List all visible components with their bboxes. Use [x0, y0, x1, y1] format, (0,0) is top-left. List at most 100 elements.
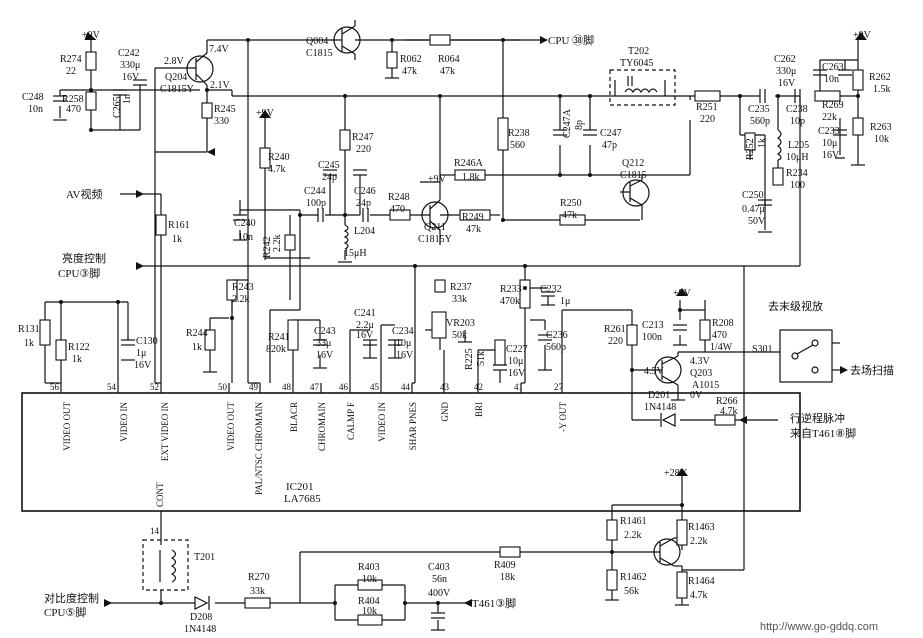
part-ref: R250	[560, 198, 582, 209]
part-value: 220	[356, 144, 371, 155]
part-value: 100	[790, 180, 805, 191]
part-ref: R247	[352, 132, 374, 143]
grounds	[53, 77, 865, 631]
transistors	[186, 26, 682, 566]
to-next-stage-label: 去末级视放	[768, 299, 823, 313]
pin-num: 27	[554, 382, 564, 392]
pin-num: 56	[50, 382, 60, 392]
part-rating: 16V	[356, 330, 374, 341]
voltage-label: 7.4V	[209, 44, 230, 55]
part-value: 50k	[452, 330, 467, 341]
ic-pin-stubs	[60, 383, 563, 528]
rail-9v-label: +9V	[853, 30, 872, 41]
flyback-source-label: 来自T461⑧脚	[790, 426, 856, 440]
junction-dots	[59, 38, 860, 605]
part-rating: 16V	[778, 78, 796, 89]
pin-name: VIDEO IN	[119, 402, 129, 442]
part-value: 18k	[500, 572, 515, 583]
part-value: 1k	[172, 234, 182, 245]
pin-num: 46	[339, 382, 349, 392]
part-value: 4.7k	[268, 164, 286, 175]
part-value: 33k	[250, 586, 265, 597]
watermark-url: http://www.go-gddq.com	[760, 621, 878, 633]
part-value: 1k	[757, 138, 768, 148]
part-ref: VR203	[446, 318, 475, 329]
part-value: 330μ	[776, 66, 796, 77]
component-labels: R274 22 R258 470 C248 10n C242 330μ 16V …	[18, 36, 892, 635]
voltage-label: 2.8V	[164, 56, 185, 67]
pin-num: 14	[150, 526, 160, 536]
part-ref: C236	[546, 330, 568, 341]
part-value: 8p	[574, 120, 585, 130]
part-value: 56k	[624, 586, 639, 597]
part-value: 1μ	[560, 296, 570, 307]
part-ref: R248	[388, 192, 410, 203]
part-value: 33k	[452, 294, 467, 305]
contrast-label: 对比度控制	[44, 591, 99, 605]
part-ref: R208	[712, 318, 734, 329]
pin-name: VIDEO OUT	[62, 402, 72, 451]
part-rating: 400V	[428, 588, 451, 599]
part-value: 560p	[750, 116, 770, 127]
part-ref: R1463	[688, 522, 715, 533]
part-value: 820k	[266, 344, 286, 355]
part-ref: C227	[506, 344, 528, 355]
part-ref: R409	[494, 560, 516, 571]
part-ref: R234	[786, 168, 808, 179]
part-ref: R243	[232, 282, 254, 293]
part-value: 47k	[402, 66, 417, 77]
cpu5-label: CPU⑤脚	[44, 605, 86, 619]
part-ref: R244	[186, 328, 208, 339]
capacitors	[53, 69, 852, 619]
ic-pin-names: VIDEO OUT VIDEO IN EXT VIDEO IN CONT VID…	[62, 402, 568, 507]
pin-name: -Y OUT	[558, 402, 568, 432]
rail-9v-label: +9V	[82, 30, 101, 41]
resistors	[39, 34, 864, 626]
part-ref: R237	[450, 282, 472, 293]
part-value: 33μ	[316, 338, 331, 349]
part-value: 0.47μ	[742, 204, 765, 215]
part-value: 24p	[322, 172, 337, 183]
part-ref: D208	[190, 612, 212, 623]
rail-9v-label: +9V	[673, 288, 692, 299]
part-ref: R252	[745, 138, 756, 160]
part-value: 10n	[28, 104, 43, 115]
part-ref: D201	[648, 390, 670, 401]
part-ref: R064	[438, 54, 460, 65]
part-ref: C403	[428, 562, 450, 573]
part-ref: R233	[500, 284, 522, 295]
pin-num: 50	[218, 382, 228, 392]
part-ref: R122	[68, 342, 90, 353]
part-ref: T202	[628, 46, 649, 57]
part-value: 1N4148	[644, 402, 676, 413]
part-value: 10μ	[396, 338, 411, 349]
part-ref: Q204	[165, 72, 187, 83]
part-ref: R263	[870, 122, 892, 133]
voltage-label: 0V	[690, 390, 703, 401]
part-ref: R161	[168, 220, 190, 231]
part-value: 10μ	[508, 356, 523, 367]
part-ref: C244	[304, 186, 326, 197]
part-ref: R225	[464, 348, 475, 370]
voltage-label: 4.5V	[644, 366, 665, 377]
pin-num: 41	[514, 382, 523, 392]
cpu3-label: CPU③脚	[58, 266, 100, 280]
part-value: 2.2k	[624, 530, 642, 541]
part-ref: L204	[354, 226, 375, 237]
part-ref: C234	[392, 326, 414, 337]
part-ref: R249	[462, 212, 484, 223]
brightness-label: 亮度控制	[62, 251, 106, 265]
part-ref: C248	[22, 92, 44, 103]
av-video-label: AV视频	[66, 187, 102, 201]
part-value: 10μ	[822, 138, 837, 149]
part-ref: R1464	[688, 576, 715, 587]
part-value: 1μ	[136, 348, 146, 359]
part-value: 22k	[822, 112, 837, 123]
pin-num: 54	[107, 382, 117, 392]
pin-name: GND	[440, 402, 450, 422]
part-value: 22	[66, 66, 76, 77]
ic201-body	[21, 392, 801, 512]
part-ref: R270	[248, 572, 270, 583]
